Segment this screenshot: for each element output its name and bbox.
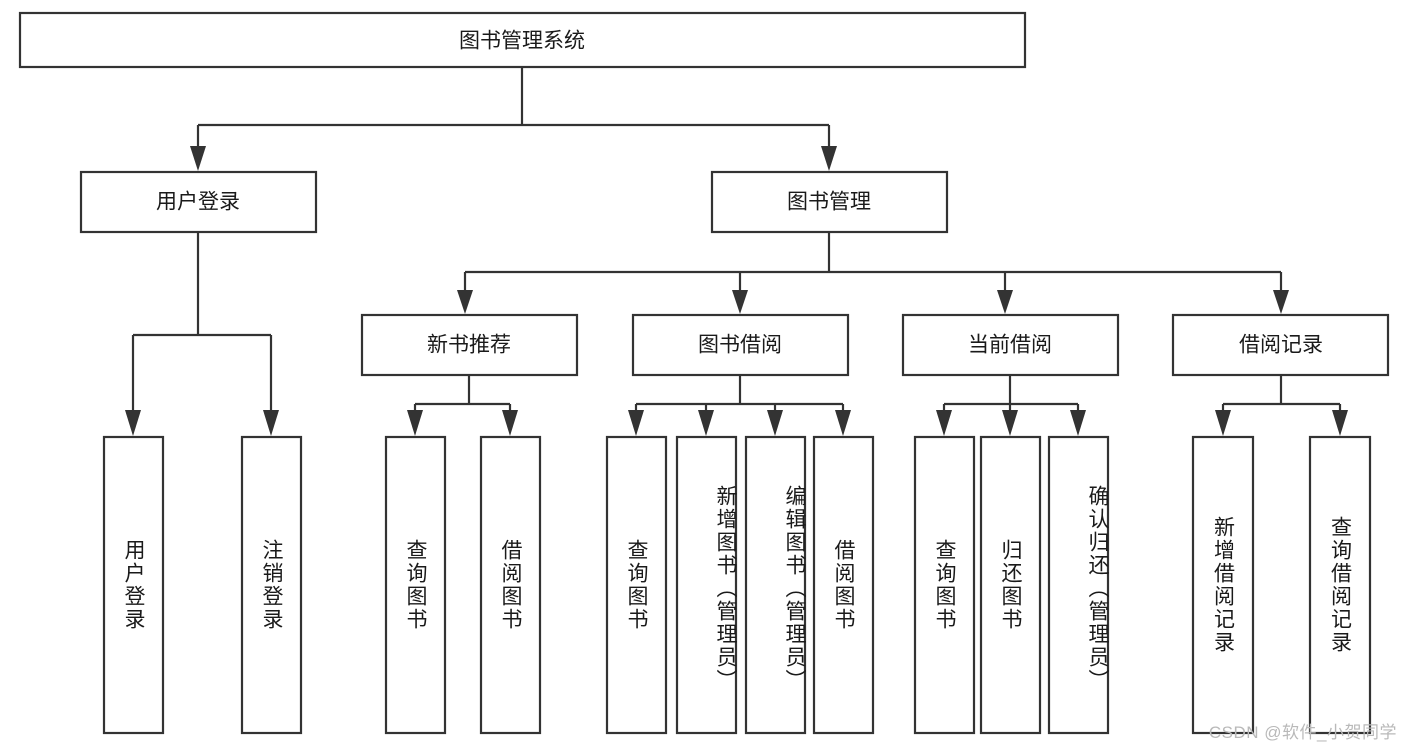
arrowhead-leaf-logout-login xyxy=(263,410,279,436)
node-book-management-box[interactable] xyxy=(710,170,949,234)
node-book-borrow-label: 图书借阅 xyxy=(698,334,782,357)
node-user-login-label: 用户登录 xyxy=(156,191,240,214)
node-user-login-box[interactable] xyxy=(79,170,318,234)
arrowhead-new-book-recommend xyxy=(457,290,473,314)
arrowhead-leaf-query-record xyxy=(1332,410,1348,436)
leaf-box-query-book-2[interactable] xyxy=(605,435,668,735)
node-current-borrow-box[interactable] xyxy=(901,313,1120,377)
arrowhead-leaf-query-book-3 xyxy=(936,410,952,436)
arrowhead-leaf-borrow-book-1 xyxy=(502,410,518,436)
node-borrow-record-label: 借阅记录 xyxy=(1239,334,1323,357)
leaf-box-edit-book[interactable] xyxy=(744,435,807,735)
node-root-label: 图书管理系统 xyxy=(459,30,585,53)
arrowhead-leaf-borrow-book-2 xyxy=(835,410,851,436)
leaf-box-add-book[interactable] xyxy=(675,435,738,735)
node-new-book-recommend[interactable]: 新书推荐 xyxy=(360,313,579,377)
node-book-management[interactable]: 图书管理 xyxy=(710,170,949,234)
leaf-box-logout-login[interactable] xyxy=(240,435,303,735)
node-book-borrow[interactable]: 图书借阅 xyxy=(631,313,850,377)
leaf-box-add-record[interactable] xyxy=(1191,435,1255,735)
node-borrow-record-box[interactable] xyxy=(1171,313,1390,377)
node-new-book-recommend-box[interactable] xyxy=(360,313,579,377)
connector-group-root-to-level2 xyxy=(190,67,837,171)
arrowhead-leaf-user-login xyxy=(125,410,141,436)
arrowhead-leaf-return-book xyxy=(1002,410,1018,436)
arrowhead-leaf-edit-book xyxy=(767,410,783,436)
leaf-box-query-book-1[interactable] xyxy=(384,435,447,735)
arrowhead-leaf-query-book-1 xyxy=(407,410,423,436)
leaf-boxes-group xyxy=(102,435,1372,735)
arrowhead-borrow-record xyxy=(1273,290,1289,314)
node-borrow-record[interactable]: 借阅记录 xyxy=(1171,313,1390,377)
arrowhead-leaf-add-book xyxy=(698,410,714,436)
leaf-box-user-login[interactable] xyxy=(102,435,165,735)
leaf-box-borrow-book-1[interactable] xyxy=(479,435,542,735)
node-book-borrow-box[interactable] xyxy=(631,313,850,377)
leaf-box-confirm-return[interactable] xyxy=(1047,435,1110,735)
connector-group-current-borrow-to-leaves xyxy=(936,375,1086,436)
node-current-borrow-label: 当前借阅 xyxy=(968,334,1052,357)
arrowhead-book-borrow xyxy=(732,290,748,314)
connector-group-user-login-to-leaves xyxy=(125,232,279,436)
node-user-login[interactable]: 用户登录 xyxy=(79,170,318,234)
leaf-box-borrow-book-2[interactable] xyxy=(812,435,875,735)
node-current-borrow[interactable]: 当前借阅 xyxy=(901,313,1120,377)
connector-group-book-borrow-to-leaves xyxy=(628,375,851,436)
node-new-book-recommend-label: 新书推荐 xyxy=(427,334,511,357)
arrowhead-user-login xyxy=(190,146,206,171)
arrowhead-book-management xyxy=(821,146,837,171)
arrowhead-leaf-add-record xyxy=(1215,410,1231,436)
node-root[interactable]: 图书管理系统 xyxy=(18,11,1027,69)
connector-group-book-management-to-level3 xyxy=(457,232,1289,314)
connector-group-borrow-record-to-leaves xyxy=(1215,375,1348,436)
node-book-management-label: 图书管理 xyxy=(787,191,871,214)
arrowhead-leaf-confirm-return xyxy=(1070,410,1086,436)
arrowhead-current-borrow xyxy=(997,290,1013,314)
arrowhead-leaf-query-book-2 xyxy=(628,410,644,436)
leaf-box-query-book-3[interactable] xyxy=(913,435,976,735)
node-root-box[interactable] xyxy=(18,11,1027,69)
leaf-box-return-book[interactable] xyxy=(979,435,1042,735)
leaf-box-query-record[interactable] xyxy=(1308,435,1372,735)
connector-group-new-book-recommend-to-leaves xyxy=(407,375,518,436)
